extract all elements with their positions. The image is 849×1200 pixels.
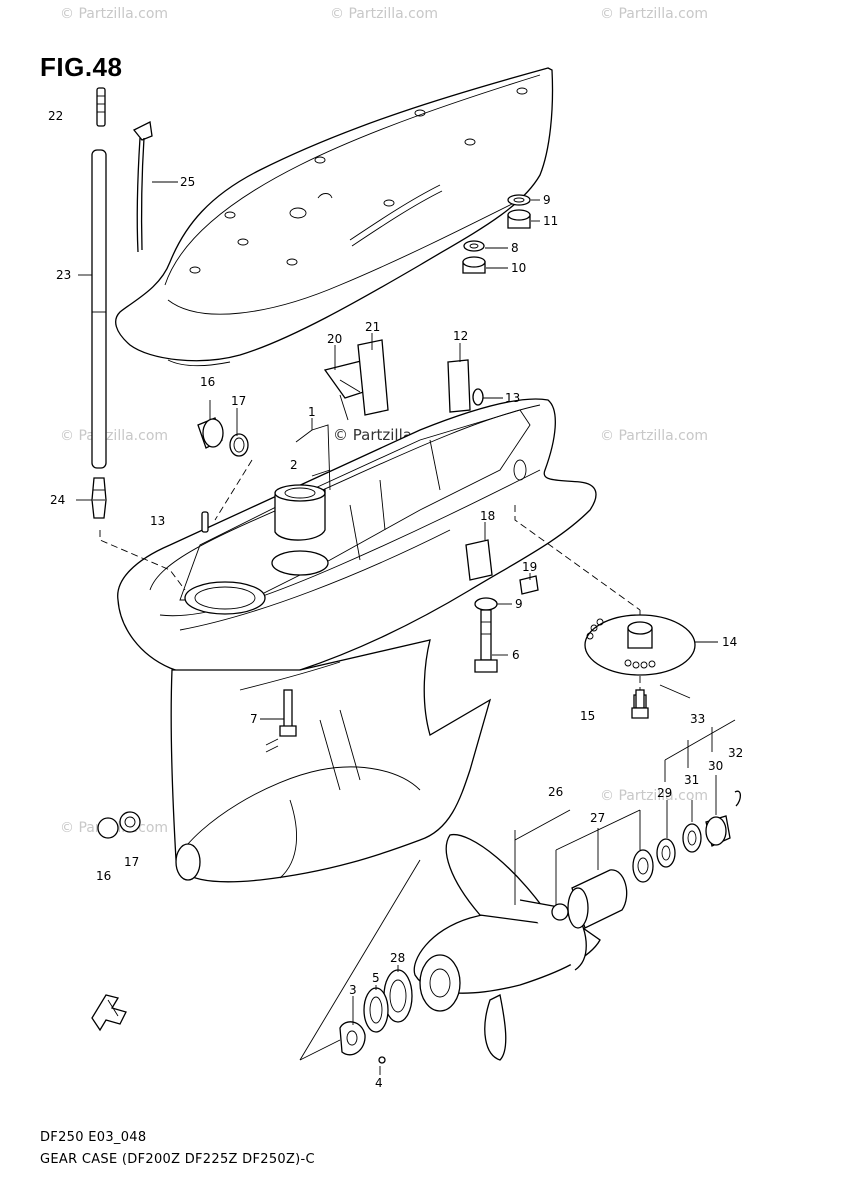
callout-label: 26 bbox=[548, 785, 563, 799]
upper-cover-part[interactable] bbox=[115, 67, 554, 367]
callout-label: 9 bbox=[515, 597, 523, 611]
callout-label: 8 bbox=[511, 241, 519, 255]
watermark-text: © Partzilla.com bbox=[600, 6, 708, 22]
callout-label: 20 bbox=[327, 332, 342, 346]
figure-title: FIG.48 bbox=[40, 52, 123, 82]
callout-label: 1 bbox=[308, 405, 316, 419]
callout-labels: 22 25 23 24 9 11 8 10 20 21 12 13 16 17 … bbox=[48, 109, 743, 1090]
callout-leader-lines bbox=[76, 181, 736, 1075]
callout-label: 7 bbox=[250, 712, 258, 726]
callout-label: 5 bbox=[372, 971, 380, 985]
thrust-spacer-parts[interactable] bbox=[339, 969, 413, 1064]
callout-label: 31 bbox=[684, 773, 699, 787]
prop-nut-assembly[interactable] bbox=[551, 790, 742, 929]
anode-plate-part[interactable] bbox=[447, 359, 484, 413]
bolt-washer-part[interactable] bbox=[474, 597, 498, 673]
callout-label: 21 bbox=[365, 320, 380, 334]
water-tube-assembly[interactable] bbox=[91, 87, 107, 519]
watermark-text: © Partzilla.com bbox=[60, 6, 168, 22]
clip-bolt-part[interactable] bbox=[465, 539, 539, 595]
callout-label: 18 bbox=[480, 509, 495, 523]
callout-label: 32 bbox=[728, 746, 743, 760]
callout-label: 12 bbox=[453, 329, 468, 343]
dowel-pin-part[interactable] bbox=[201, 511, 209, 533]
bracket-part[interactable] bbox=[323, 339, 389, 421]
callout-label: 6 bbox=[512, 648, 520, 662]
callout-label: 17 bbox=[124, 855, 139, 869]
cable-tie-part[interactable] bbox=[132, 121, 153, 253]
callout-label: 22 bbox=[48, 109, 63, 123]
callout-label: 28 bbox=[390, 951, 405, 965]
callout-label: 23 bbox=[56, 268, 71, 282]
callout-label: 33 bbox=[690, 712, 705, 726]
callout-label: 17 bbox=[231, 394, 246, 408]
callout-label: 11 bbox=[543, 214, 558, 228]
watermark-text: © Partzilla.com bbox=[600, 428, 708, 444]
callout-label: 30 bbox=[708, 759, 723, 773]
gear-case-body[interactable] bbox=[117, 398, 597, 883]
propeller-part[interactable] bbox=[413, 833, 601, 1061]
watermark-text: © Partzilla.com bbox=[330, 6, 438, 22]
callout-label: 10 bbox=[511, 261, 526, 275]
callout-label: 27 bbox=[590, 811, 605, 825]
trim-tab-part[interactable] bbox=[584, 614, 696, 719]
bushing-seal-lower[interactable] bbox=[97, 811, 141, 839]
bolt-part-7[interactable] bbox=[265, 689, 297, 753]
watermark-text: © Partzilla.com bbox=[600, 788, 708, 804]
callout-label: 25 bbox=[180, 175, 195, 189]
watermark-text: © Partzilla.com bbox=[60, 428, 168, 444]
callout-label: 2 bbox=[290, 458, 298, 472]
callout-label: 16 bbox=[96, 869, 111, 883]
callout-label: 4 bbox=[375, 1076, 383, 1090]
callout-label: 24 bbox=[50, 493, 65, 507]
callout-label: 29 bbox=[657, 786, 672, 800]
model-code: DF250 E03_048 bbox=[40, 1130, 147, 1145]
callout-label: 9 bbox=[543, 193, 551, 207]
washer-nut-hardware[interactable] bbox=[462, 194, 531, 274]
callout-label: 13 bbox=[505, 391, 520, 405]
callout-label: 13 bbox=[150, 514, 165, 528]
callout-label: 3 bbox=[349, 983, 357, 997]
callout-label: 14 bbox=[722, 635, 737, 649]
figure-caption: GEAR CASE (DF200Z DF225Z DF250Z)-C bbox=[40, 1152, 315, 1167]
forward-arrow-icon bbox=[91, 994, 127, 1032]
callout-label: 19 bbox=[522, 560, 537, 574]
callout-label: 15 bbox=[580, 709, 595, 723]
bushing-seal-upper[interactable] bbox=[197, 417, 249, 457]
callout-label: 16 bbox=[200, 375, 215, 389]
